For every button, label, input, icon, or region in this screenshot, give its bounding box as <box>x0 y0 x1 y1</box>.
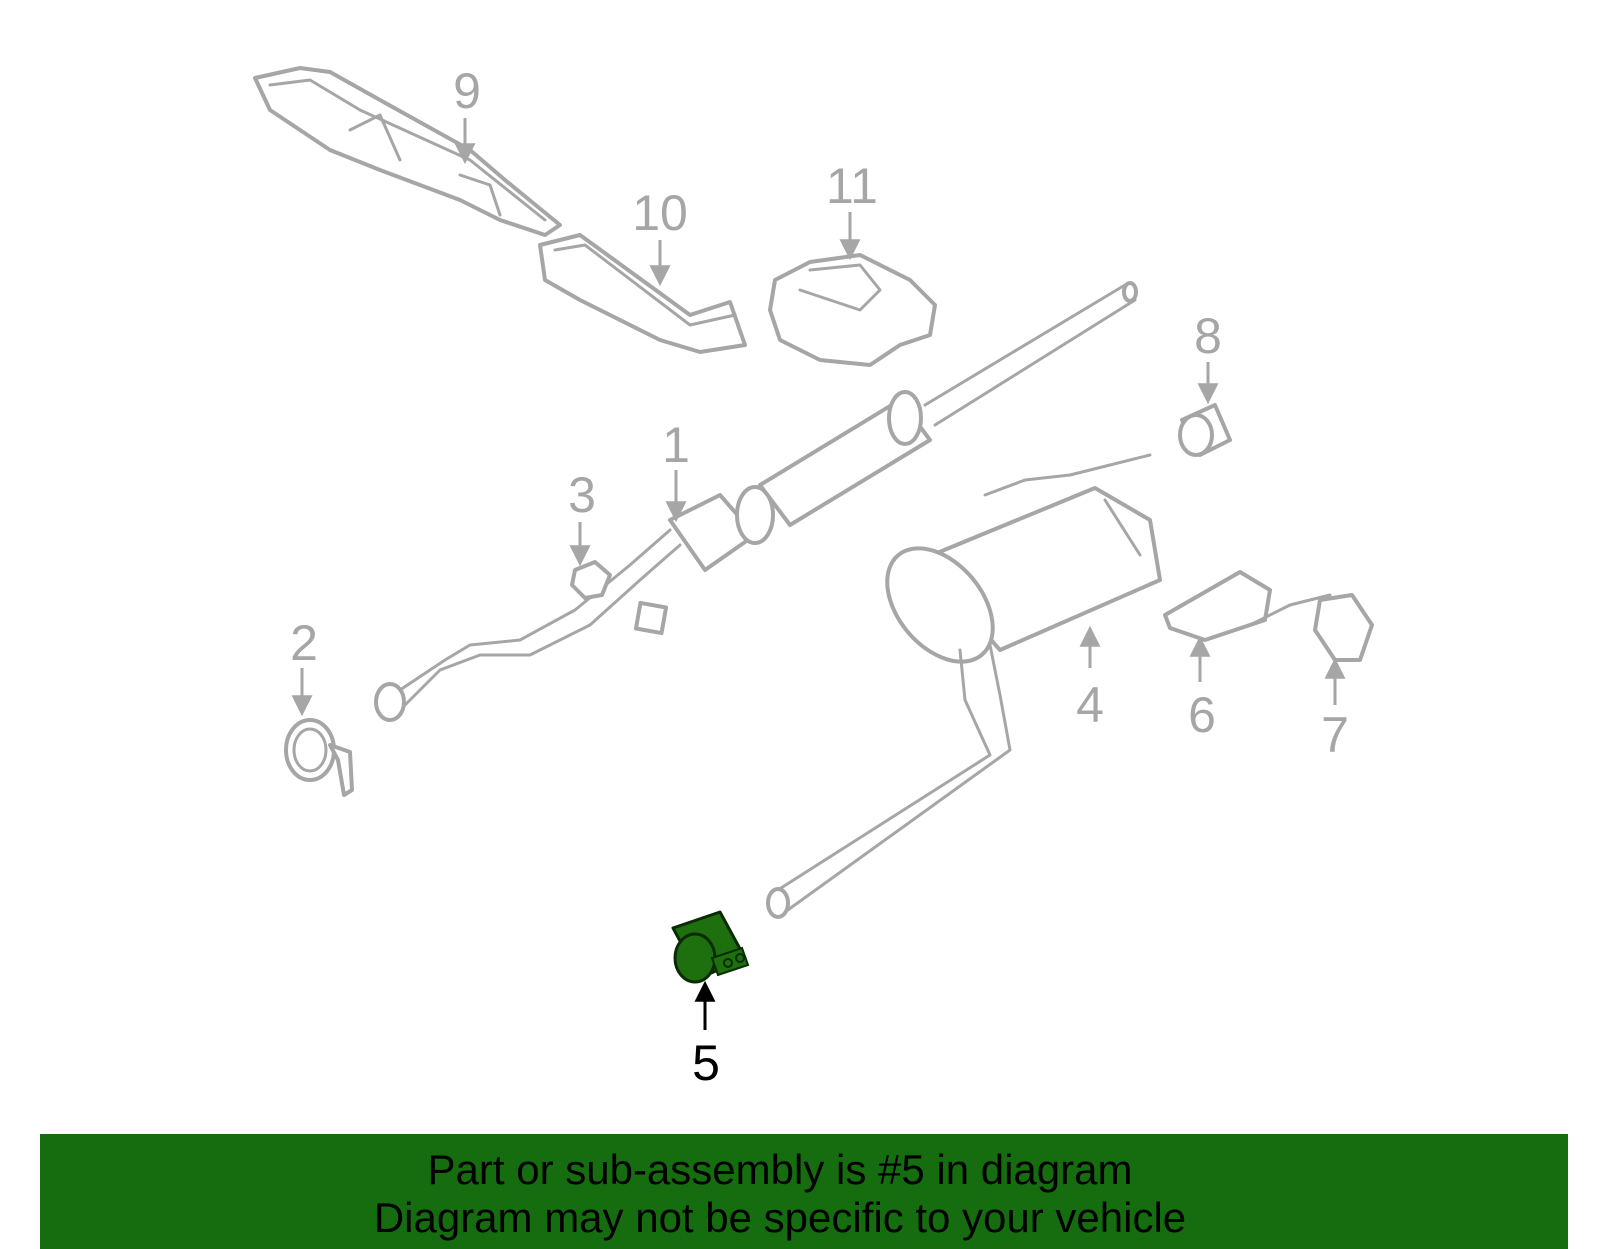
callout-2: 2 <box>290 615 318 671</box>
callout-10: 10 <box>632 185 688 241</box>
hanger-part-7[interactable] <box>1248 593 1374 662</box>
front-pipe-part-1[interactable] <box>374 281 1138 722</box>
bracket-part-6[interactable] <box>1163 570 1272 642</box>
callout-6: 6 <box>1188 687 1216 743</box>
clamp-part-2[interactable] <box>284 718 354 797</box>
leader-arrows <box>291 118 1346 1030</box>
insulator-part-3[interactable] <box>570 560 612 600</box>
callout-5: 5 <box>692 1035 720 1091</box>
heat-shield-part-9[interactable] <box>253 66 562 237</box>
banner-line-disclaimer: Diagram may not be specific to your vehi… <box>373 1194 1187 1241</box>
banner-line-part-number: Part or sub-assembly is #5 in diagram <box>427 1146 1133 1193</box>
insulator-part-8[interactable] <box>1178 403 1232 457</box>
callout-7: 7 <box>1321 707 1349 763</box>
heat-shield-part-11[interactable] <box>768 253 937 367</box>
info-banner: Part or sub-assembly is #5 in diagram Di… <box>40 1134 1568 1249</box>
heat-shield-part-10[interactable] <box>538 233 747 354</box>
callout-4: 4 <box>1076 677 1104 733</box>
callout-8: 8 <box>1194 308 1222 364</box>
callout-labels: 1 2 3 4 5 6 7 8 9 10 11 <box>290 63 1349 1091</box>
muffler-part-4[interactable] <box>766 453 1162 919</box>
callout-3: 3 <box>568 467 596 523</box>
clamp-part-5-highlighted[interactable] <box>671 910 750 984</box>
callout-1: 1 <box>662 417 690 473</box>
callout-9: 9 <box>453 63 481 119</box>
callout-11: 11 <box>826 158 878 214</box>
